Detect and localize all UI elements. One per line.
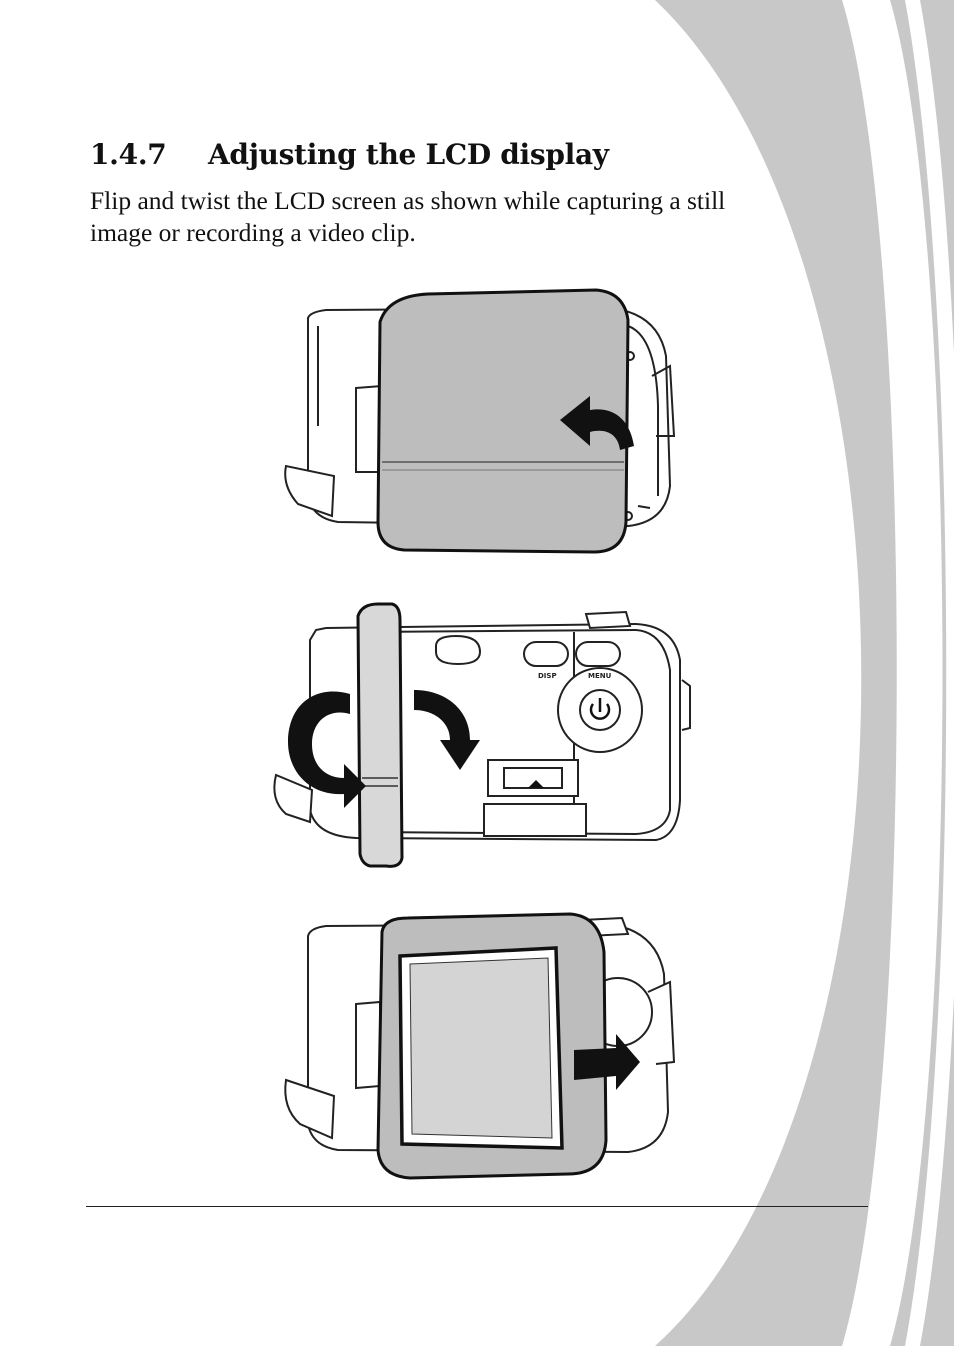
figure-lcd-open-rotate: DISP MENU	[273, 602, 691, 868]
disp-label: DISP	[538, 672, 557, 680]
figure-lcd-closed	[284, 288, 676, 554]
menu-label: MENU	[588, 672, 612, 680]
section-number: 1.4.7	[90, 138, 167, 171]
curved-arrow-left-icon	[560, 396, 634, 450]
lcd-panel-closed	[376, 288, 630, 554]
section-title: Adjusting the LCD display	[208, 138, 609, 171]
paragraph-line-2: image or recording a video clip.	[90, 218, 416, 247]
instruction-paragraph: Flip and twist the LCD screen as shown w…	[90, 185, 810, 249]
figure-lcd-screen-facing	[284, 912, 676, 1180]
section-heading: 1.4.7 Adjusting the LCD display	[90, 138, 609, 171]
curved-arrow-down-icon	[414, 690, 480, 770]
arrow-right-icon	[574, 1034, 640, 1090]
lcd-panel-edge	[356, 602, 404, 868]
rotate-arrow-icon	[288, 691, 366, 808]
power-icon	[589, 698, 611, 720]
paragraph-line-1: Flip and twist the LCD screen as shown w…	[90, 186, 726, 215]
footer-rule	[86, 1206, 868, 1207]
